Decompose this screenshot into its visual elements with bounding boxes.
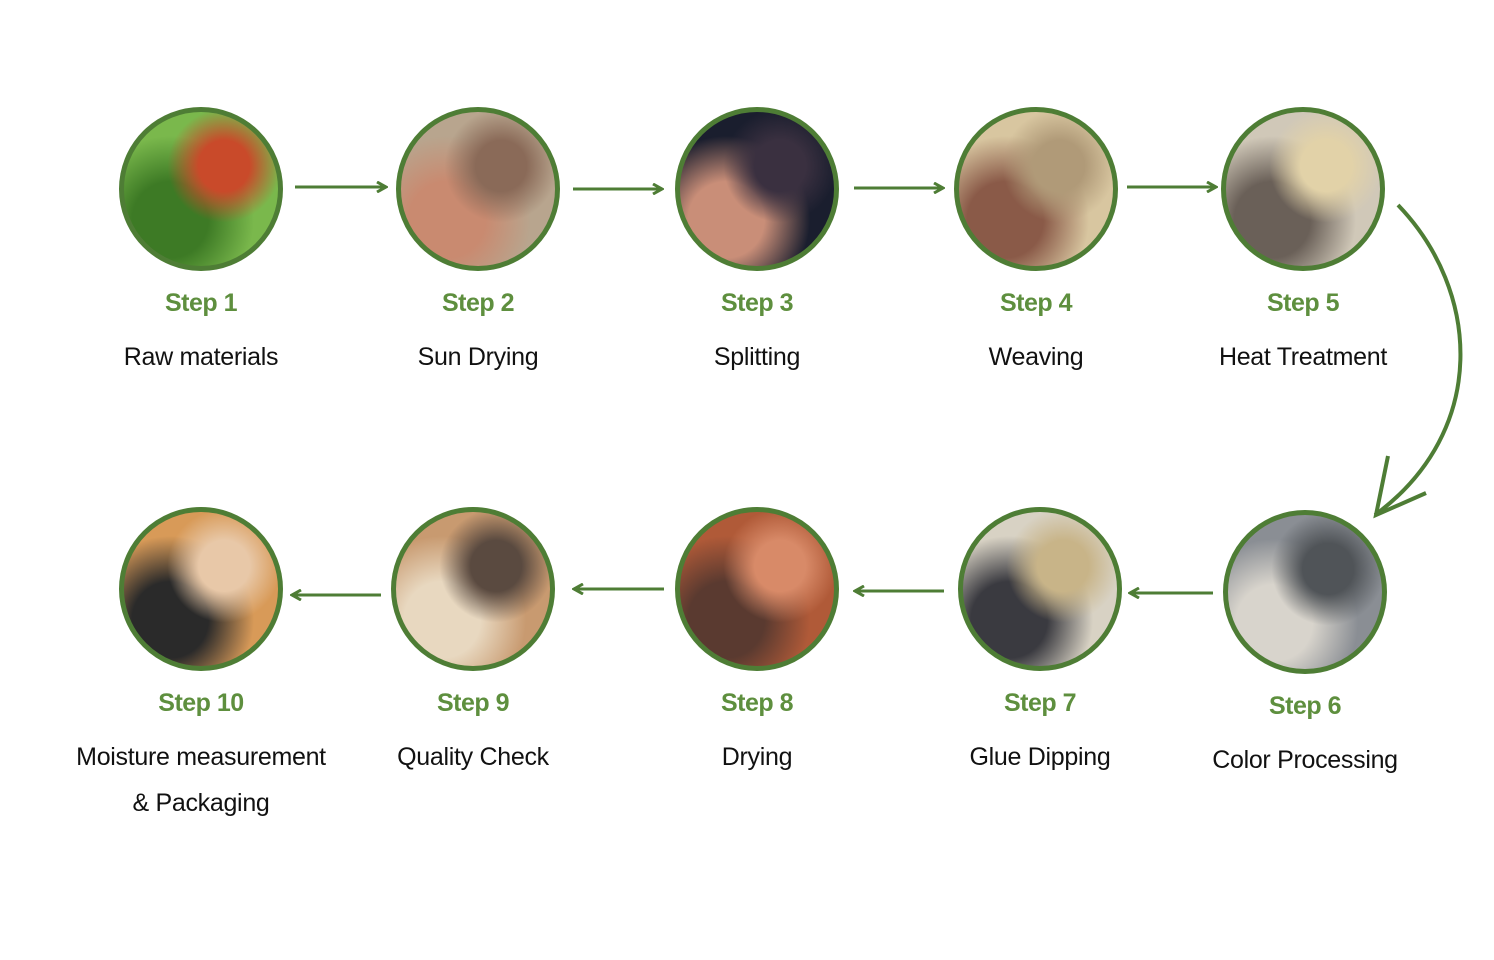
step-label: Step 2: [441, 289, 515, 317]
step-label: Step 9: [436, 689, 510, 717]
step-title-line-2: & Packaging: [132, 789, 270, 817]
arrow-5-6-curved: [1373, 203, 1463, 517]
weaving-basket-photo: [954, 107, 1118, 271]
step-9: Step 9 Quality Check: [313, 507, 633, 780]
splitting-fibers-photo: [675, 107, 839, 271]
step-title: Glue Dipping: [880, 734, 1200, 780]
step-6: Step 6 Color Processing: [1145, 510, 1465, 783]
step-label: Step 3: [720, 289, 794, 317]
step-title-line: Splitting: [713, 343, 801, 371]
step-label: Step 1: [164, 289, 238, 317]
step-title-line: Moisture measurement: [76, 743, 326, 771]
step-label: Step 5: [1266, 289, 1340, 317]
step-title-line: Weaving: [988, 343, 1084, 371]
step-1: Step 1 Raw materials: [41, 107, 361, 380]
step-10: Step 10 Moisture measurement & Packaging: [41, 507, 361, 826]
glue-dipping-photo: [958, 507, 1122, 671]
step-title: Moisture measurement & Packaging: [41, 734, 361, 826]
step-title: Color Processing: [1145, 737, 1465, 783]
step-title: Splitting: [597, 334, 917, 380]
step-title-line: Sun Drying: [417, 343, 539, 371]
step-title-line: Raw materials: [123, 343, 279, 371]
step-3: Step 3 Splitting: [597, 107, 917, 380]
step-label: Step 7: [1003, 689, 1077, 717]
step-title-line: Glue Dipping: [969, 743, 1111, 771]
step-title-line: Color Processing: [1212, 746, 1398, 774]
step-title: Raw materials: [41, 334, 361, 380]
step-title-line: Heat Treatment: [1218, 343, 1388, 371]
arrow-5-6-head: [1373, 455, 1427, 519]
step-title: Drying: [597, 734, 917, 780]
step-7: Step 7 Glue Dipping: [880, 507, 1200, 780]
step-label: Step 10: [158, 689, 244, 717]
step-2: Step 2 Sun Drying: [318, 107, 638, 380]
step-title-line: Quality Check: [397, 743, 549, 771]
water-hyacinth-harvest-photo: [119, 107, 283, 271]
step-title-line: Drying: [721, 743, 793, 771]
heat-treatment-photo: [1221, 107, 1385, 271]
step-label: Step 8: [720, 689, 794, 717]
step-label: Step 4: [999, 289, 1073, 317]
step-5: Step 5 Heat Treatment: [1143, 107, 1463, 380]
drying-rack-photo: [675, 507, 839, 671]
step-title: Sun Drying: [318, 334, 638, 380]
color-spraying-photo: [1223, 510, 1387, 674]
step-4: Step 4 Weaving: [876, 107, 1196, 380]
step-title: Quality Check: [313, 734, 633, 780]
quality-check-warehouse-photo: [391, 507, 555, 671]
step-title: Weaving: [876, 334, 1196, 380]
step-8: Step 8 Drying: [597, 507, 917, 780]
sun-drying-yard-photo: [396, 107, 560, 271]
moisture-measurement-photo: [119, 507, 283, 671]
step-title: Heat Treatment: [1143, 334, 1463, 380]
step-label: Step 6: [1268, 692, 1342, 720]
